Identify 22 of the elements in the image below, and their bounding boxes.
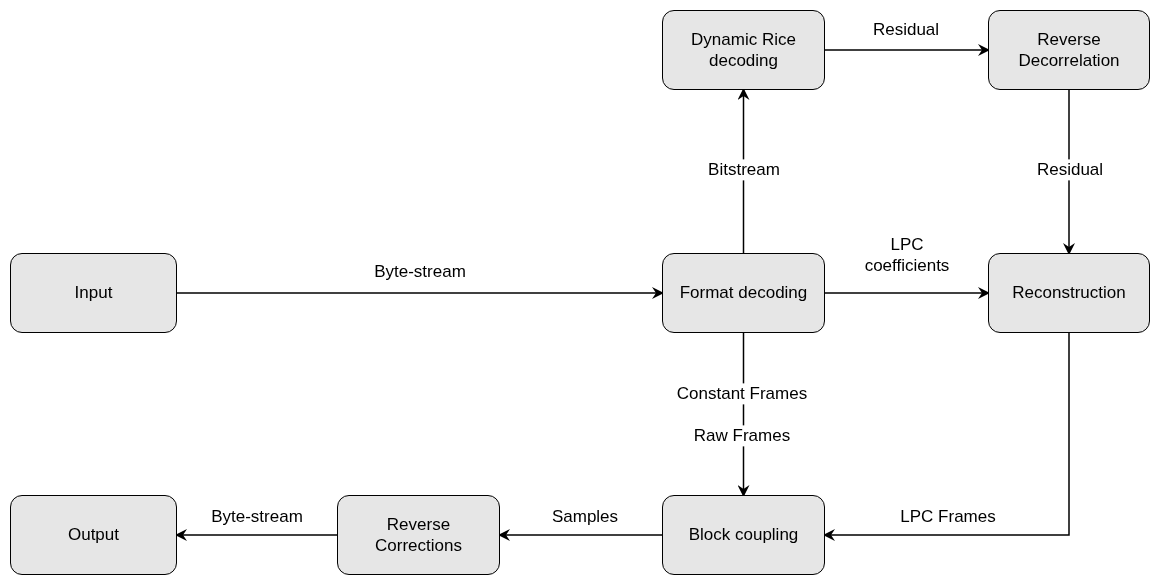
process-box: [337, 495, 500, 575]
process-box: [988, 253, 1150, 333]
process-box: [662, 10, 825, 90]
box-label: Block coupling: [688, 524, 799, 546]
box-label: Reverse Corrections: [374, 513, 463, 557]
box-label: Reverse Decorrelation: [1017, 28, 1121, 72]
process-box: [988, 10, 1150, 90]
arrow: [823, 332, 1070, 541]
arrow: [175, 529, 338, 541]
arrow: [498, 529, 663, 541]
process-box: [10, 495, 177, 575]
box-label: Reconstruction: [1012, 282, 1126, 304]
arrow: [824, 44, 990, 56]
box-label: Format decoding: [679, 282, 808, 304]
arrow: [176, 287, 664, 299]
box-label: Input: [74, 282, 113, 304]
process-box: [662, 495, 825, 575]
box-label: Dynamic Rice decoding: [690, 28, 797, 72]
box-label: Output: [67, 524, 119, 546]
arrow: [824, 287, 990, 299]
process-box: [662, 253, 825, 333]
process-box: [10, 253, 177, 333]
